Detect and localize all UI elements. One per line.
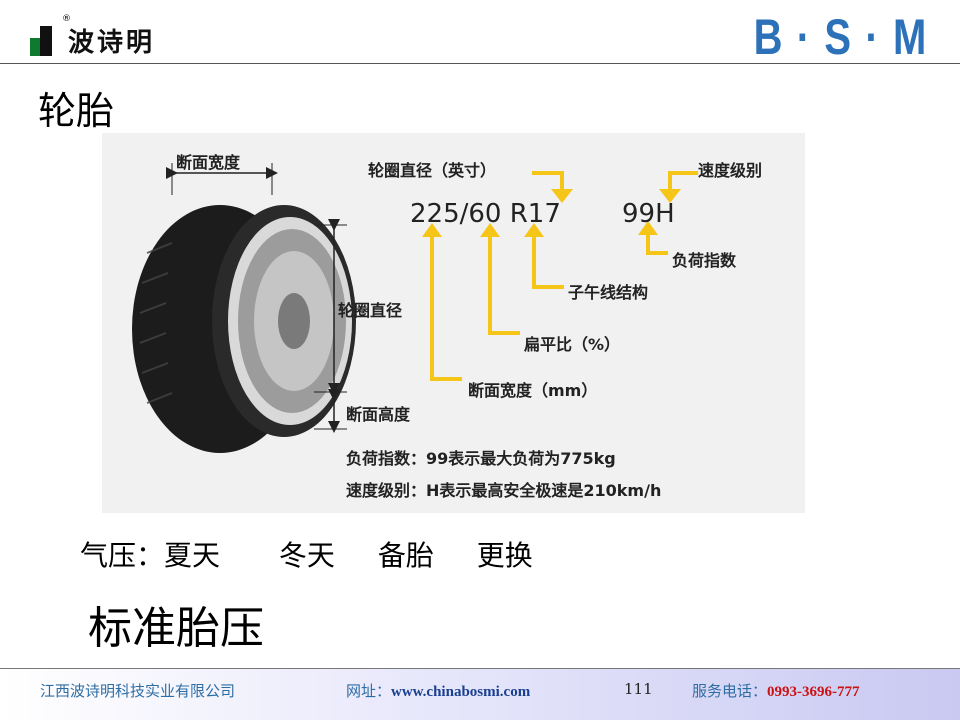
tire-size-code: 225/60 R17 <box>410 199 561 229</box>
tire-illustration-icon <box>132 205 356 453</box>
tire-diagram: 断面宽度 轮圈直径（英寸） 速度级别 225/60 R17 99H 负荷指数 子… <box>102 133 805 513</box>
pressure-summer: 气压：夏天 <box>80 539 221 572</box>
footer-bar <box>0 668 960 720</box>
note-speed-rating: 速度级别：H表示最高安全极速是210km/h <box>346 481 662 500</box>
label-speed-rating: 速度级别 <box>698 161 763 180</box>
tire-service-code: 99H <box>622 199 675 229</box>
tire-diagram-graphic <box>132 163 698 453</box>
logo-text: 波诗明 <box>68 28 156 58</box>
label-radial: 子午线结构 <box>568 283 649 302</box>
header-divider <box>0 63 960 64</box>
footer-website-link[interactable]: www.chinabosmi.com <box>391 684 531 700</box>
footer-website-group: 网址：www.chinabosmi.com <box>346 680 530 701</box>
note-load-index: 负荷指数：99表示最大负荷为775kg <box>346 449 616 468</box>
pressure-winter: 冬天 <box>278 539 335 572</box>
brand-bsm: B · S · M <box>753 9 928 65</box>
footer-page-number: 111 <box>624 680 653 698</box>
footer-phone-group: 服务电话：0993-3696-777 <box>692 680 860 701</box>
footer-website-label: 网址： <box>346 682 392 700</box>
logo-mark-icon: ® <box>30 14 71 56</box>
registered-mark: ® <box>62 14 71 24</box>
label-section-height: 断面高度 <box>346 405 411 424</box>
pressure-replace: 更换 <box>476 539 533 572</box>
footer-company: 江西波诗明科技实业有限公司 <box>40 682 236 700</box>
footer-phone-label: 服务电话： <box>692 682 768 700</box>
tire-pressure-line: 气压：夏天 冬天 备胎 更换 <box>80 534 533 574</box>
company-logo: ® 波诗明 <box>30 14 180 58</box>
pressure-spare: 备胎 <box>377 539 434 572</box>
standard-pressure-heading: 标准胎压 <box>88 603 264 654</box>
label-section-width-top: 断面宽度 <box>176 153 241 172</box>
label-rim-diameter-inch: 轮圈直径（英寸） <box>368 161 497 180</box>
label-section-width-mm: 断面宽度（mm） <box>468 381 598 400</box>
label-rim-diameter-side: 轮圈直径 <box>338 301 403 320</box>
label-load-index: 负荷指数 <box>672 251 737 270</box>
footer-phone-number: 0993-3696-777 <box>767 684 860 700</box>
page-title: 轮胎 <box>38 89 115 133</box>
footer-divider <box>0 668 960 669</box>
label-aspect-ratio: 扁平比（%） <box>524 335 621 354</box>
